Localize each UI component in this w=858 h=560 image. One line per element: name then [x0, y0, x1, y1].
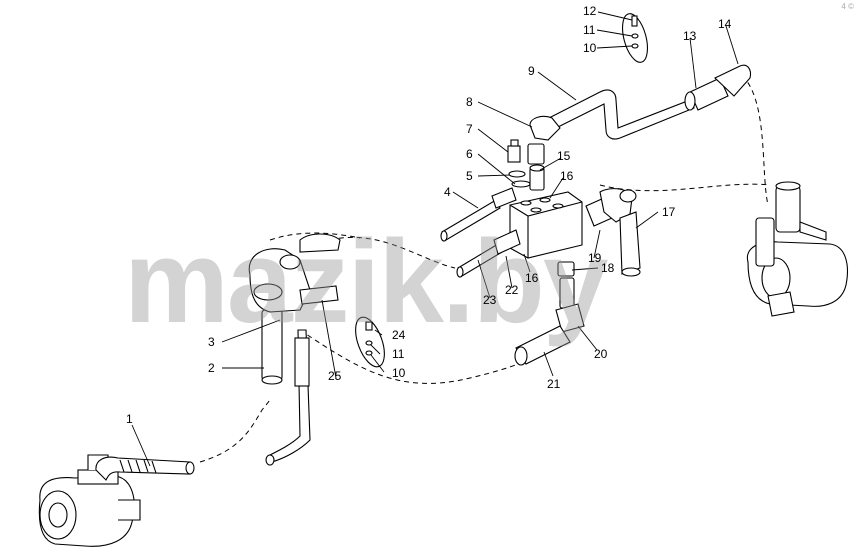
callout-3: 3: [208, 335, 215, 349]
part-7-bolt: [507, 139, 521, 163]
callout-11-upper: 11: [583, 23, 596, 37]
part-1-hose: [95, 456, 195, 481]
callout-14: 14: [718, 17, 732, 31]
part-13-14-fitting: [684, 64, 752, 111]
callout-2: 2: [208, 361, 215, 375]
callout-10-lower: 10: [392, 366, 406, 380]
callout-17: 17: [662, 205, 676, 219]
callout-24: 24: [392, 328, 406, 342]
callout-1: 1: [126, 412, 133, 426]
part-9-tube: [544, 89, 695, 140]
callout-23: 23: [483, 293, 497, 307]
callout-13: 13: [683, 29, 697, 43]
callout-5: 5: [466, 169, 473, 183]
callout-20: 20: [594, 347, 608, 361]
part-15-fitting: [529, 164, 545, 191]
callout-15: 15: [557, 149, 571, 163]
part-4-tubes: [440, 187, 521, 278]
callout-8: 8: [466, 95, 473, 109]
callout-16-upper: 16: [560, 169, 574, 183]
callout-labels: 1 2 3 4 5 6 7 8 9 10 11 12 13 14 15 16 1…: [126, 4, 732, 426]
leader-lines: [131, 11, 739, 467]
part-18-20-fittings: [555, 261, 585, 333]
part-17-19-fittings: [585, 188, 641, 277]
right-filter-tank: [746, 181, 848, 317]
watermark-text: mazik.by: [124, 216, 608, 348]
callout-6: 6: [466, 147, 473, 161]
callout-19: 19: [588, 251, 602, 265]
callout-18: 18: [601, 261, 615, 275]
washer-plate-upper: [622, 13, 648, 63]
left-valve-assembly: [248, 233, 341, 313]
callout-9: 9: [528, 64, 535, 78]
callout-4: 4: [444, 185, 451, 199]
callout-10-upper: 10: [583, 41, 597, 55]
callout-11-lower: 11: [392, 347, 405, 361]
part-2-tube: [261, 309, 283, 385]
callout-7: 7: [466, 122, 473, 136]
callout-22: 22: [505, 283, 519, 297]
washer-plate-lower: [355, 316, 385, 368]
part-21-tube: [514, 325, 571, 366]
part-8-elbow: [527, 115, 561, 165]
return-line-tube: [265, 329, 311, 466]
part-5-6-washers: [508, 170, 531, 188]
callout-12: 12: [583, 4, 597, 18]
callout-16-lower: 16: [525, 271, 539, 285]
corner-mark: 4 ©: [841, 2, 854, 11]
callout-25: 25: [328, 369, 342, 383]
callout-21: 21: [547, 377, 561, 391]
